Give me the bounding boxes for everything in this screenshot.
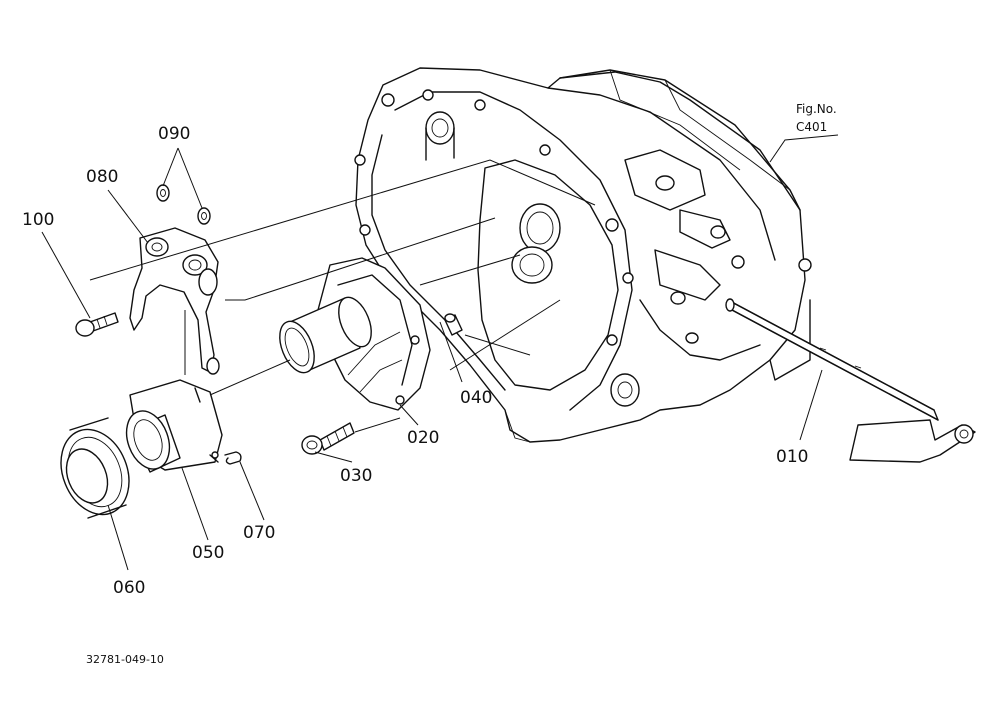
label-020: 020 [407,428,439,448]
label-100: 100 [22,210,54,230]
label-080: 080 [86,167,118,187]
label-060: 060 [113,578,145,598]
part-030-bolt [301,422,355,455]
part-labels: 090 080 100 040 020 030 070 050 060 010 … [22,102,837,666]
drawing-number: 32781-049-10 [86,653,164,666]
leader-lines [41,134,839,571]
part-070-clip [224,451,242,465]
label-070: 070 [243,523,275,543]
label-040: 040 [460,388,492,408]
label-090: 090 [158,124,190,144]
part-080-release-fork [129,227,220,375]
label-050: 050 [192,543,224,563]
part-010-release-shaft [725,298,976,463]
part-100-bolt [75,312,119,337]
transmission-housing [354,67,812,443]
part-050-release-hub [125,379,223,473]
label-010: 010 [776,447,808,467]
figure-ref-line1: Fig.No. [796,102,837,116]
label-030: 030 [340,466,372,486]
part-040-pin [444,313,463,336]
assembly-lines [89,159,596,433]
figure-ref-line2: C401 [796,120,827,134]
part-020-release-guide [279,257,431,411]
part-090-washers [156,184,211,225]
part-060-bearing [60,417,130,519]
